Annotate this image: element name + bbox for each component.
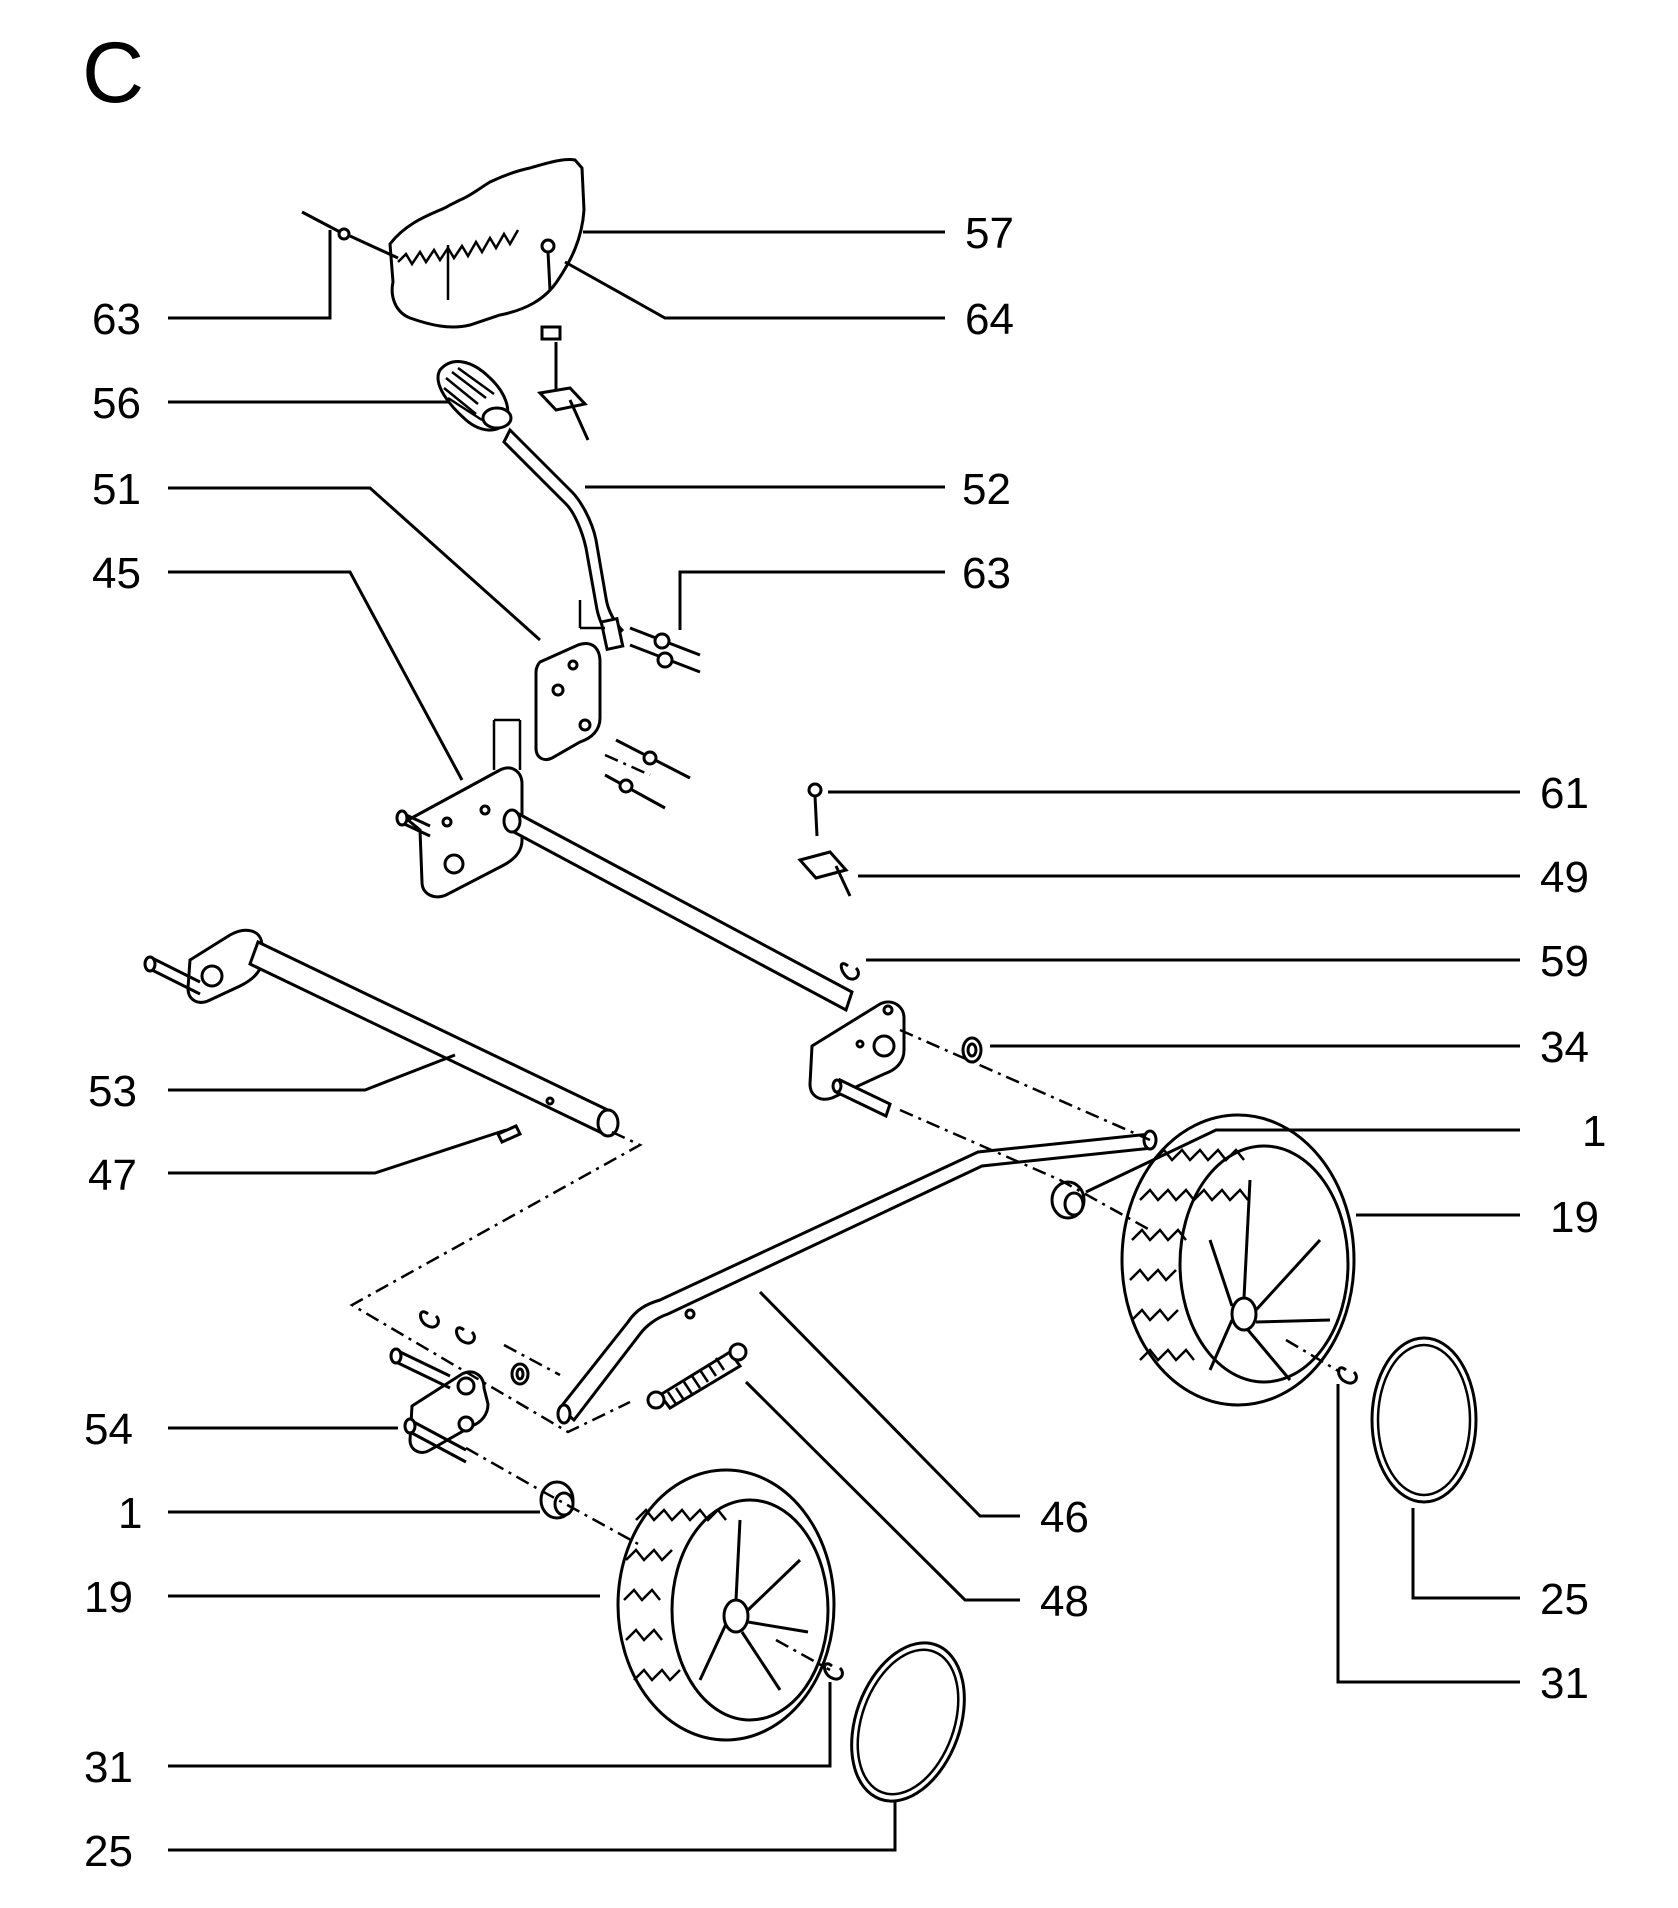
label-49: 49 xyxy=(1540,853,1589,902)
part-handle-bracket xyxy=(388,158,590,441)
label-57: 57 xyxy=(965,209,1014,258)
label-61: 61 xyxy=(1540,769,1589,818)
label-19-right: 19 xyxy=(1550,1193,1599,1242)
label-64: 64 xyxy=(965,295,1014,344)
label-45: 45 xyxy=(92,549,141,598)
label-47: 47 xyxy=(88,1151,137,1200)
part-lever-plate xyxy=(534,600,605,762)
part-bushing-right xyxy=(1050,1180,1086,1220)
part-grip xyxy=(436,360,513,432)
part-eclip-wheel-right xyxy=(1337,1366,1358,1385)
label-34: 34 xyxy=(1540,1023,1589,1072)
part-bushing-left xyxy=(539,1480,575,1520)
part-right-bracket xyxy=(808,1000,906,1119)
label-31-left: 31 xyxy=(84,1743,133,1792)
part-front-axle xyxy=(143,928,620,1138)
label-51: 51 xyxy=(92,465,141,514)
part-cable-top xyxy=(301,210,399,260)
label-54: 54 xyxy=(84,1405,133,1454)
part-hubcap-left xyxy=(850,1641,966,1803)
part-left-bracket xyxy=(389,1310,530,1464)
label-19-left: 19 xyxy=(84,1573,133,1622)
label-1-left: 1 xyxy=(118,1489,142,1538)
label-48: 48 xyxy=(1040,1577,1089,1626)
leader-lines xyxy=(168,230,1520,1852)
label-56: 56 xyxy=(92,379,141,428)
parts-drawing xyxy=(143,158,1478,1803)
part-eclip-wheel-left xyxy=(823,1662,844,1681)
label-46: 46 xyxy=(1040,1493,1089,1542)
part-bolt-clip xyxy=(797,782,852,897)
label-25-right: 25 xyxy=(1540,1575,1589,1624)
label-25-left: 25 xyxy=(84,1827,133,1876)
part-adjust-rod xyxy=(556,1129,1158,1425)
label-63-right: 63 xyxy=(962,549,1011,598)
label-59: 59 xyxy=(1540,937,1589,986)
label-52: 52 xyxy=(962,465,1011,514)
part-cable-right xyxy=(629,626,701,674)
part-wheel-left xyxy=(616,1468,836,1742)
part-rear-axle xyxy=(502,808,854,1013)
part-spring xyxy=(646,1342,748,1410)
part-hubcap-right xyxy=(1370,1336,1478,1504)
part-pins-mid xyxy=(604,738,691,810)
label-63-left: 63 xyxy=(92,295,141,344)
label-53: 53 xyxy=(88,1067,137,1116)
label-1-right: 1 xyxy=(1582,1107,1606,1156)
label-31-right: 31 xyxy=(1540,1659,1589,1708)
assembly-lines xyxy=(349,753,1341,1672)
part-wheel-right xyxy=(1120,1113,1356,1407)
callout-labels: 63 56 51 45 53 47 54 1 19 31 25 57 64 52… xyxy=(84,209,1606,1876)
part-eclip-right xyxy=(839,962,860,981)
part-pin xyxy=(495,1124,523,1144)
part-pivot-plate xyxy=(395,718,524,899)
section-letter: C xyxy=(82,25,145,121)
part-lever-rod xyxy=(502,427,625,652)
